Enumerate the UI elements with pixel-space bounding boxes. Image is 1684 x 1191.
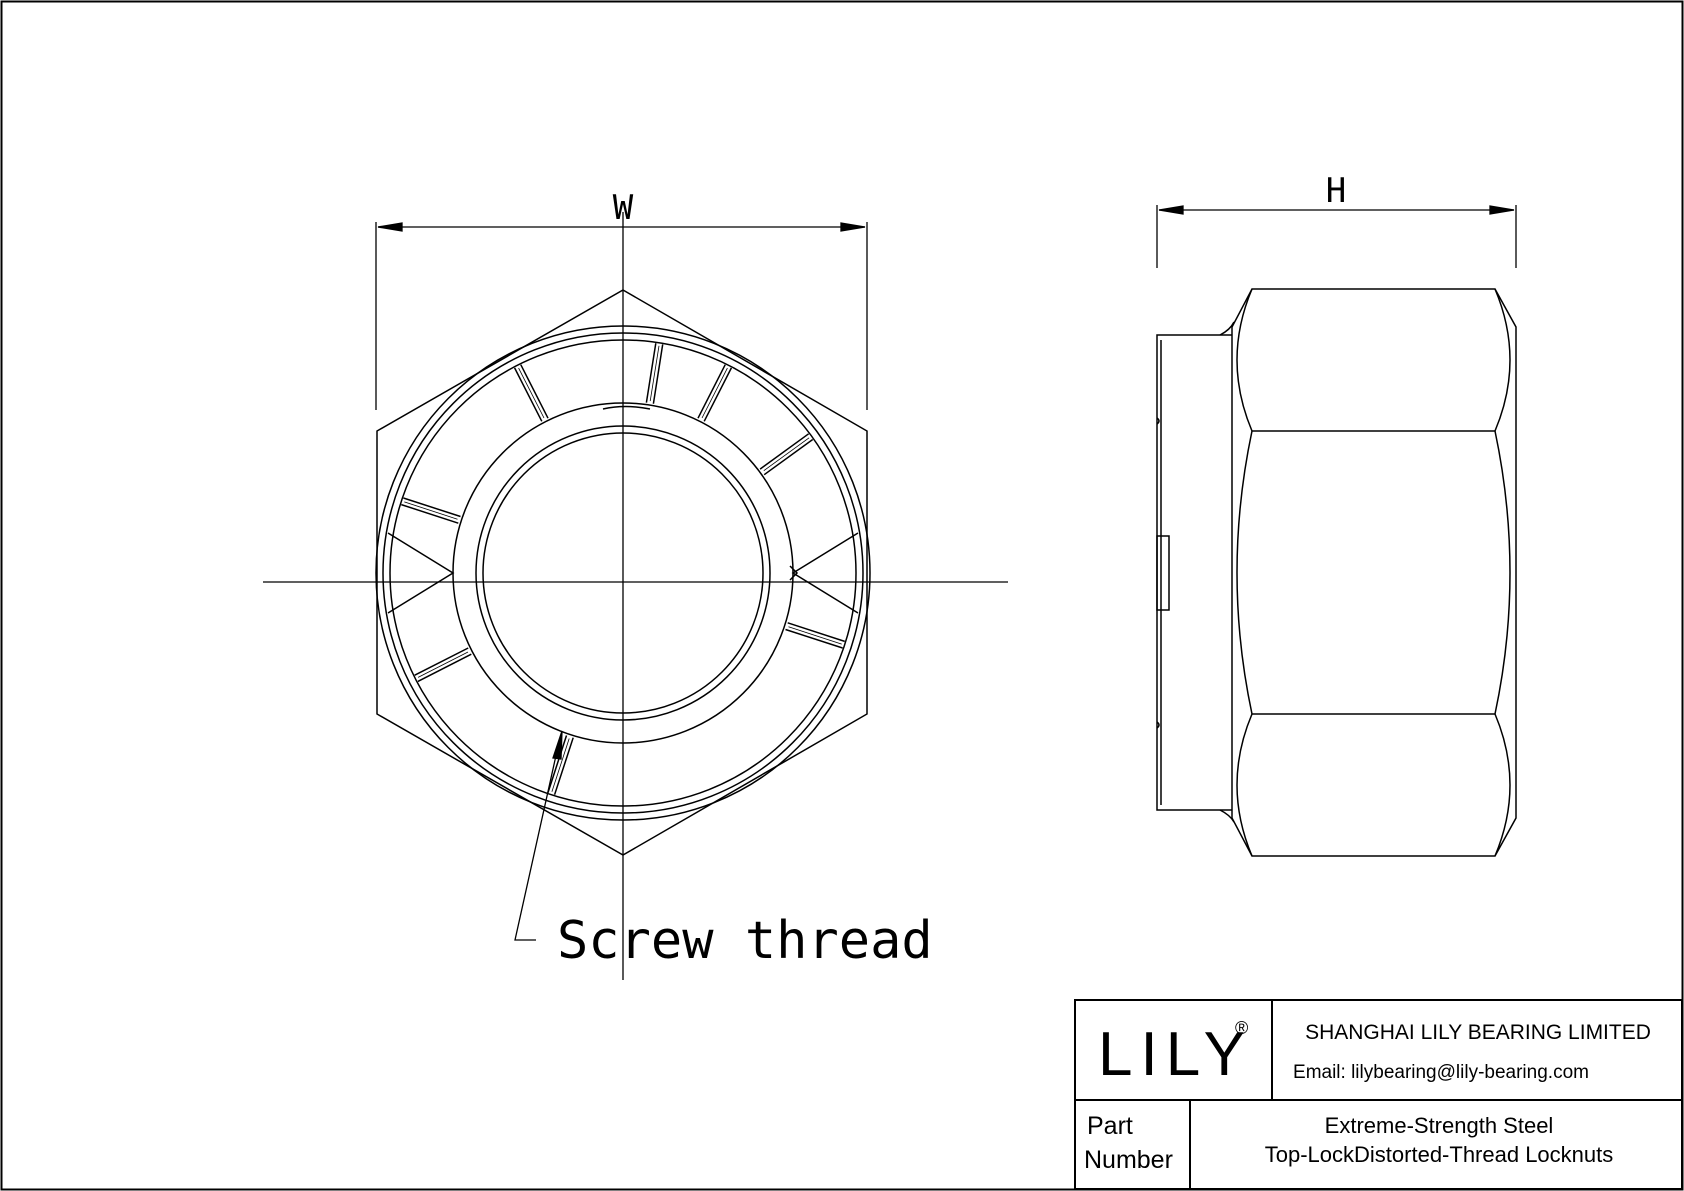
left-notch	[387, 532, 455, 614]
collar-slot-edge	[759, 433, 810, 470]
logo-text: LILY	[1098, 1020, 1253, 1089]
right-notch-tick	[789, 565, 799, 581]
collar-slot-center	[551, 738, 570, 792]
collar-slot-edge	[697, 364, 726, 419]
company-name: SHANGHAI LILY BEARING LIMITED	[1305, 1021, 1651, 1044]
collar-slot-edge	[414, 647, 469, 676]
collar-slot-edge	[645, 343, 657, 403]
radial-slots	[401, 343, 845, 795]
collar-slot-edge	[703, 367, 733, 422]
collar-slot-center	[518, 367, 545, 419]
h-arrow-right	[1489, 205, 1515, 215]
screw-thread-label: Screw thread	[557, 911, 933, 971]
center-lines	[263, 212, 1008, 980]
collar-slot-edge	[787, 622, 845, 643]
collar-slot-edge	[553, 737, 574, 795]
height-label: H	[1326, 171, 1346, 211]
collar-slot-center	[417, 651, 469, 678]
width-label: W	[613, 188, 634, 228]
side-body-outline	[1231, 288, 1517, 857]
collar-slot-edge	[403, 497, 461, 518]
collar-slot-edge	[763, 438, 814, 476]
height-dimension	[1156, 205, 1517, 268]
side-view	[1156, 288, 1517, 857]
company-email: Email: lilybearing@lily-bearing.com	[1293, 1062, 1589, 1083]
collar-slot-edge	[513, 367, 543, 422]
registered-mark: ®	[1235, 1018, 1248, 1038]
h-arrow-left	[1158, 205, 1184, 215]
right-notch	[791, 532, 859, 614]
thread-start-arc	[602, 405, 651, 410]
title-block	[1074, 999, 1683, 1190]
w-arrow-right	[840, 222, 866, 232]
collar-slot-edge	[547, 735, 568, 793]
screw-thread-leader	[514, 730, 563, 941]
collar-slot-edge	[652, 344, 664, 404]
collar-slot-center	[404, 501, 458, 520]
part-label-line1: Part	[1087, 1112, 1133, 1140]
part-name-line1: Extreme-Strength Steel	[1325, 1113, 1554, 1138]
part-label-line2: Number	[1084, 1146, 1173, 1174]
collar-slot-edge	[785, 628, 843, 649]
collar-slot-center	[649, 345, 660, 402]
collar-slot-center	[763, 437, 810, 472]
collar-slot-edge	[520, 364, 549, 419]
w-arrow-left	[377, 222, 403, 232]
collar-slot-center	[701, 367, 728, 419]
collar-slot-edge	[401, 503, 459, 524]
collar-slot-edge	[417, 653, 472, 683]
width-dimension	[375, 222, 868, 410]
collar-slot-center	[788, 626, 842, 645]
leader-arrowhead	[552, 730, 563, 760]
collar-slot	[1156, 535, 1170, 611]
part-name-line2: Top-LockDistorted-Thread Locknuts	[1265, 1142, 1614, 1167]
